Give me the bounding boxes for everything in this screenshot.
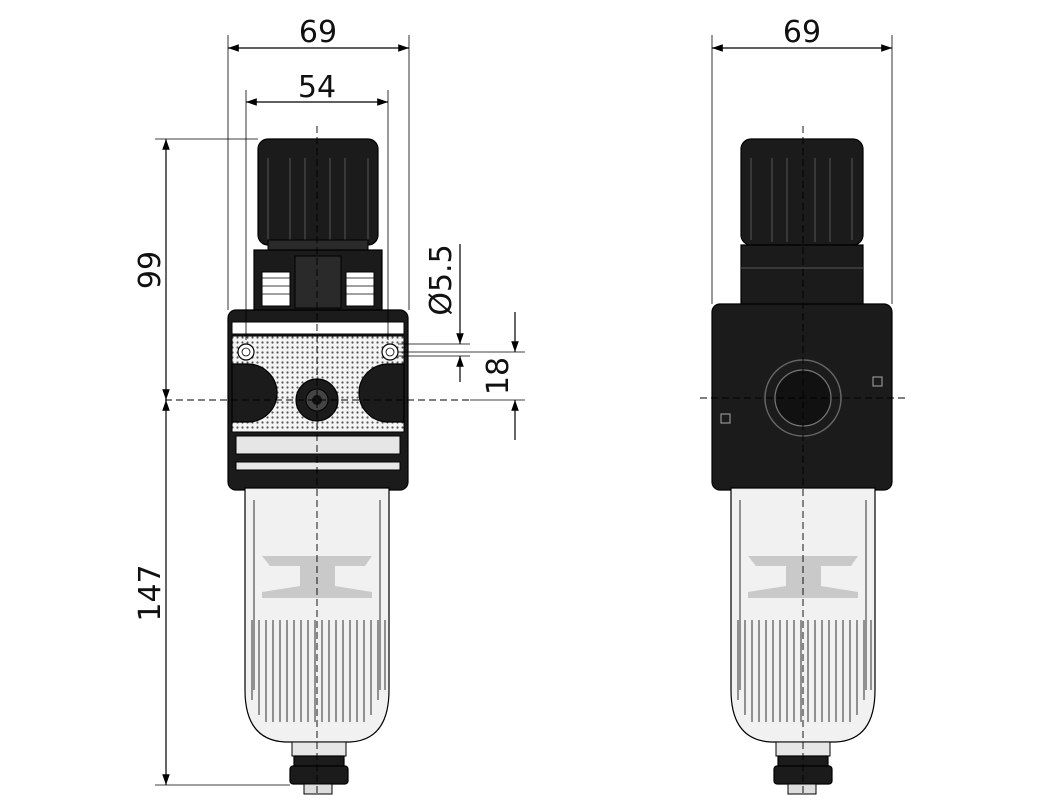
side-knob (740, 138, 864, 246)
front-view (165, 126, 470, 795)
front-bonnet (253, 249, 383, 311)
dim-front-body-width: 54 (298, 70, 336, 105)
side-body (711, 303, 893, 491)
dim-front-overall-width: 69 (299, 15, 337, 50)
side-bowl-ribs (737, 620, 872, 722)
side-bonnet (740, 244, 864, 306)
front-dimensions: 69 54 99 147 Ø5.5 18 (133, 15, 525, 786)
front-bowl-ribs (251, 620, 386, 722)
dim-mount-hole-diameter: Ø5.5 (424, 244, 459, 315)
dim-side-overall-width: 69 (783, 15, 821, 50)
front-body (227, 309, 409, 491)
front-knob (257, 138, 379, 253)
dim-top-height: 99 (133, 251, 168, 289)
dim-bottom-height: 147 (133, 564, 168, 621)
side-view (700, 126, 905, 795)
dim-mount-hole-spacing: 18 (481, 357, 516, 395)
side-dimensions: 69 (711, 15, 893, 304)
